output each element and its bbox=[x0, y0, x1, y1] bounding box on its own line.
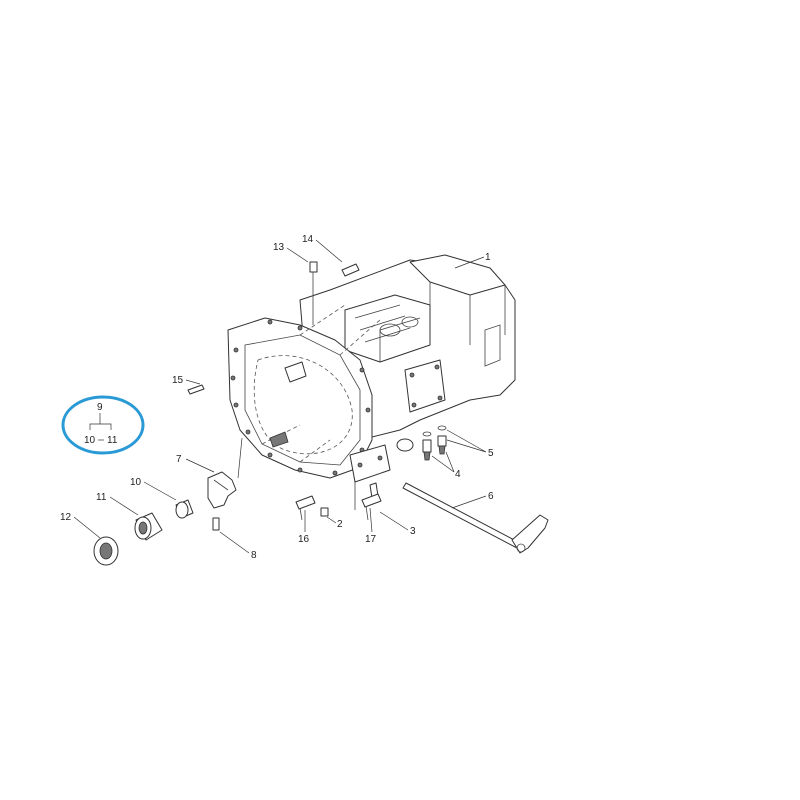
part-8-pin bbox=[212, 517, 220, 531]
kit-bracket bbox=[89, 413, 112, 430]
transmission-housing bbox=[227, 254, 516, 483]
leader-14 bbox=[315, 239, 343, 263]
kit-highlight: 9 10 11 bbox=[61, 395, 145, 455]
part-10-bushing bbox=[175, 499, 194, 519]
part-13-vent bbox=[309, 261, 318, 325]
highlight-circle bbox=[61, 395, 145, 455]
part-11-bearing-sleeve bbox=[134, 512, 163, 541]
callout-5: 5 bbox=[488, 448, 494, 459]
part-17-bolt bbox=[361, 493, 382, 521]
callout-1: 1 bbox=[485, 252, 491, 263]
leader-12 bbox=[73, 516, 101, 539]
leader-13 bbox=[286, 247, 309, 263]
leader-17 bbox=[369, 507, 373, 533]
part-16-bolt bbox=[295, 495, 316, 521]
callout-10: 10 bbox=[130, 477, 142, 488]
leader-5 bbox=[446, 429, 487, 453]
callout-8: 8 bbox=[251, 550, 257, 561]
part-12-seal bbox=[93, 536, 119, 566]
callout-14: 14 bbox=[302, 234, 314, 245]
callout-17: 17 bbox=[365, 534, 377, 545]
callout-16: 16 bbox=[298, 534, 310, 545]
part-15-dowel bbox=[187, 384, 205, 395]
callout-6: 6 bbox=[488, 491, 494, 502]
leader-1 bbox=[454, 256, 485, 269]
kit-part-11-label: 11 bbox=[107, 435, 118, 446]
callout-2: 2 bbox=[337, 519, 343, 530]
callout-12: 12 bbox=[60, 512, 72, 523]
kit-part-10-label: 10 bbox=[84, 435, 96, 446]
kit-number-label: 9 bbox=[97, 402, 103, 413]
leader-7 bbox=[185, 458, 215, 473]
leader-6 bbox=[451, 495, 487, 509]
callout-4: 4 bbox=[455, 469, 461, 480]
leader-2 bbox=[326, 516, 337, 524]
leader-housing-fork bbox=[237, 437, 243, 479]
leader-3 bbox=[379, 511, 409, 531]
leader-4 bbox=[431, 451, 455, 473]
leader-11 bbox=[109, 496, 139, 516]
leader-15 bbox=[185, 379, 201, 385]
part-14-bolt bbox=[341, 263, 360, 277]
callout-7: 7 bbox=[176, 454, 182, 465]
part-7-release-fork bbox=[207, 471, 237, 509]
part-6-shift-rod bbox=[402, 482, 549, 554]
leader-10 bbox=[143, 481, 177, 501]
callout-3: 3 bbox=[410, 526, 416, 537]
part-4-5-plugs bbox=[422, 425, 447, 461]
leader-8 bbox=[219, 531, 250, 554]
callout-13: 13 bbox=[273, 242, 285, 253]
callout-15: 15 bbox=[172, 375, 184, 386]
callout-11: 11 bbox=[96, 492, 107, 503]
part-2-plug bbox=[320, 507, 329, 517]
